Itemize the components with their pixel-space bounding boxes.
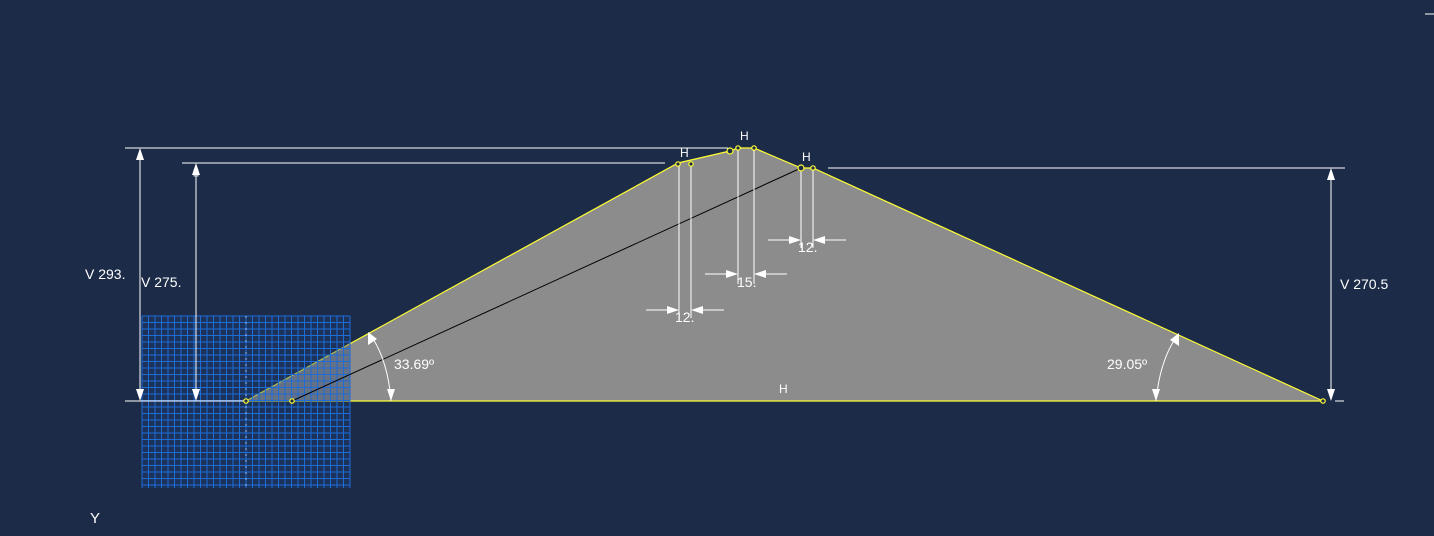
dimension-15[interactable] xyxy=(705,150,787,284)
label-h-crest-right: H xyxy=(802,150,811,164)
dimension-v-right[interactable] xyxy=(828,167,1345,401)
vertex-base-inner[interactable] xyxy=(289,398,295,404)
angle-left[interactable] xyxy=(368,332,395,402)
axis-y-label: Y xyxy=(90,510,100,527)
dimension-12-left[interactable] xyxy=(646,166,724,318)
label-dim-12-left: 12. xyxy=(675,309,694,325)
vertex-crest-2[interactable] xyxy=(688,161,694,167)
label-v-left-inner: V 275. xyxy=(141,274,181,290)
vertex-crest-5[interactable] xyxy=(751,145,757,151)
vertex-crest-1[interactable] xyxy=(675,161,681,167)
vertex-toe-left[interactable] xyxy=(243,398,249,404)
internal-line xyxy=(291,167,802,402)
vertex-toe-right[interactable] xyxy=(1320,398,1326,404)
label-h-crest-left: H xyxy=(680,146,689,160)
label-dim-15: 15. xyxy=(737,274,756,290)
label-angle-right: 29.05º xyxy=(1107,356,1147,372)
mesh-grid xyxy=(141,315,351,488)
angle-right[interactable] xyxy=(1152,333,1179,402)
vertices xyxy=(243,145,1326,404)
vertex-crest-3[interactable] xyxy=(726,147,734,155)
label-v-left-outer: V 293. xyxy=(85,266,125,282)
label-v-right: V 270.5 xyxy=(1340,276,1388,292)
label-h-base: H xyxy=(779,382,788,396)
dimension-v-left-outer[interactable] xyxy=(125,147,728,401)
vertex-crest-6[interactable] xyxy=(797,164,805,172)
label-h-top: H xyxy=(740,129,749,143)
label-angle-left: 33.69º xyxy=(394,356,434,372)
vertex-crest-7[interactable] xyxy=(810,165,816,171)
dimension-12-right[interactable] xyxy=(768,170,846,248)
dimension-v-left-inner[interactable] xyxy=(182,162,665,401)
label-dim-12-right: 12. xyxy=(798,239,817,255)
vertex-crest-4[interactable] xyxy=(735,145,741,151)
